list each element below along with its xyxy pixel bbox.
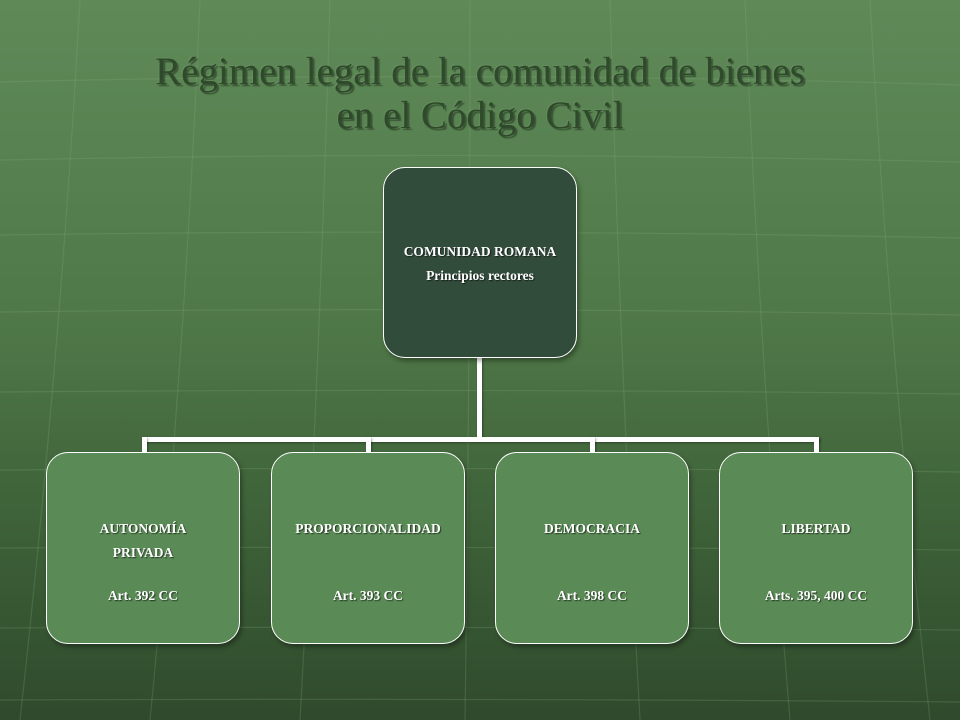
child-node-name: LIBERTAD (781, 521, 851, 536)
connector-root-stem (477, 358, 482, 438)
slide-title-line-1: Régimen legal de la comunidad de bienes (155, 50, 805, 93)
child-node-name: DEMOCRACIA (544, 521, 640, 536)
child-node-article: Arts. 395, 400 CC (764, 588, 868, 603)
root-node-title: COMUNIDAD ROMANA (403, 244, 557, 259)
slide-title-line-2: en el Código Civil (336, 94, 624, 137)
child-node-democracia: DEMOCRACIA Art. 398 CC (495, 452, 689, 644)
connector-drop-4 (814, 437, 819, 453)
child-node-autonomia-privada: AUTONOMÍA PRIVADA Art. 392 CC (46, 452, 240, 644)
child-node-name: AUTONOMÍA (99, 521, 187, 536)
child-node-article: Art. 398 CC (556, 588, 628, 603)
root-node-comunidad-romana: COMUNIDAD ROMANA Principios rectores (383, 167, 577, 358)
connector-horizontal-bar (142, 437, 819, 442)
child-node-name-line-2: PRIVADA (112, 545, 174, 560)
child-node-article: Art. 393 CC (332, 588, 404, 603)
root-node-subtitle: Principios rectores (426, 268, 534, 283)
connector-drop-1 (142, 437, 147, 453)
child-node-libertad: LIBERTAD Arts. 395, 400 CC (719, 452, 913, 644)
child-node-proporcionalidad: PROPORCIONALIDAD Art. 393 CC (271, 452, 465, 644)
child-node-article: Art. 392 CC (107, 588, 179, 603)
connector-drop-2 (366, 437, 371, 453)
child-node-name: PROPORCIONALIDAD (295, 521, 441, 536)
connector-drop-3 (590, 437, 595, 453)
